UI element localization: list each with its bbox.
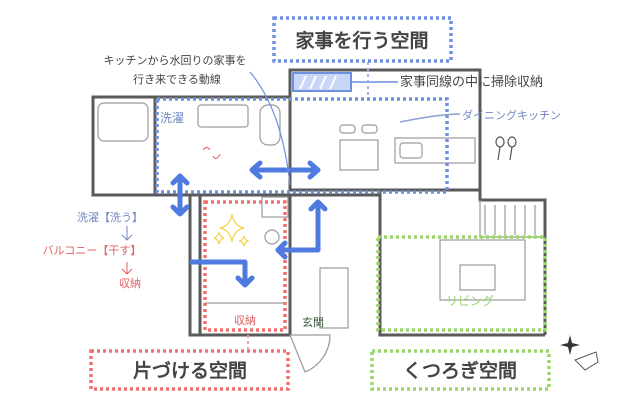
sparkle-icon — [238, 235, 250, 247]
flow-note-line2: 行き来できる動線 — [133, 72, 221, 86]
storage-label: 収納 — [234, 314, 256, 327]
horizontal-double-arrow — [249, 160, 321, 180]
compass-icon — [560, 335, 580, 355]
entrance-label: 玄関 — [302, 315, 324, 329]
process-arrow-2 — [121, 262, 133, 275]
housework-title: 家事を行う空間 — [295, 29, 428, 52]
cleaning-storage — [292, 72, 352, 92]
relax-title-box — [370, 349, 551, 391]
smile-icon — [202, 146, 221, 160]
relax-zone — [376, 235, 547, 332]
flow-arrows — [170, 160, 328, 288]
storage-hatch — [299, 75, 337, 90]
dining-leader-line — [399, 113, 461, 123]
relax-title: くつろぎ空間 — [403, 359, 517, 382]
tidy-title: 片づける空間 — [133, 359, 247, 382]
living-label: リビング — [446, 294, 494, 308]
shoe-icon — [574, 351, 599, 371]
dining-kitchen-label: ダイニングキッチン — [462, 108, 561, 122]
laundry-label: 洗濯 — [160, 111, 184, 125]
sparkle-icon — [213, 231, 225, 245]
flow-note-line1: キッチンから水回りの家事を — [104, 53, 247, 67]
tidy-title-box — [89, 349, 290, 391]
process-wash: 洗濯【洗う】 — [77, 211, 143, 224]
process-store: 収納 — [119, 277, 141, 290]
cutlery-icon — [495, 136, 517, 161]
process-dry: バルコニー【干す】 — [43, 244, 142, 257]
housework-zone — [155, 97, 449, 194]
sparkle-icon — [219, 213, 245, 243]
corner-arrow — [275, 199, 328, 260]
process-arrow-1 — [121, 226, 133, 241]
flow-leader-line — [249, 71, 291, 186]
cleaning-storage-note: 家事同線の中に掃除収納 — [400, 74, 543, 90]
tidy-zone — [203, 200, 287, 332]
vertical-double-arrow — [170, 173, 190, 217]
housework-title-box — [272, 16, 453, 63]
down-arrow — [189, 259, 255, 288]
